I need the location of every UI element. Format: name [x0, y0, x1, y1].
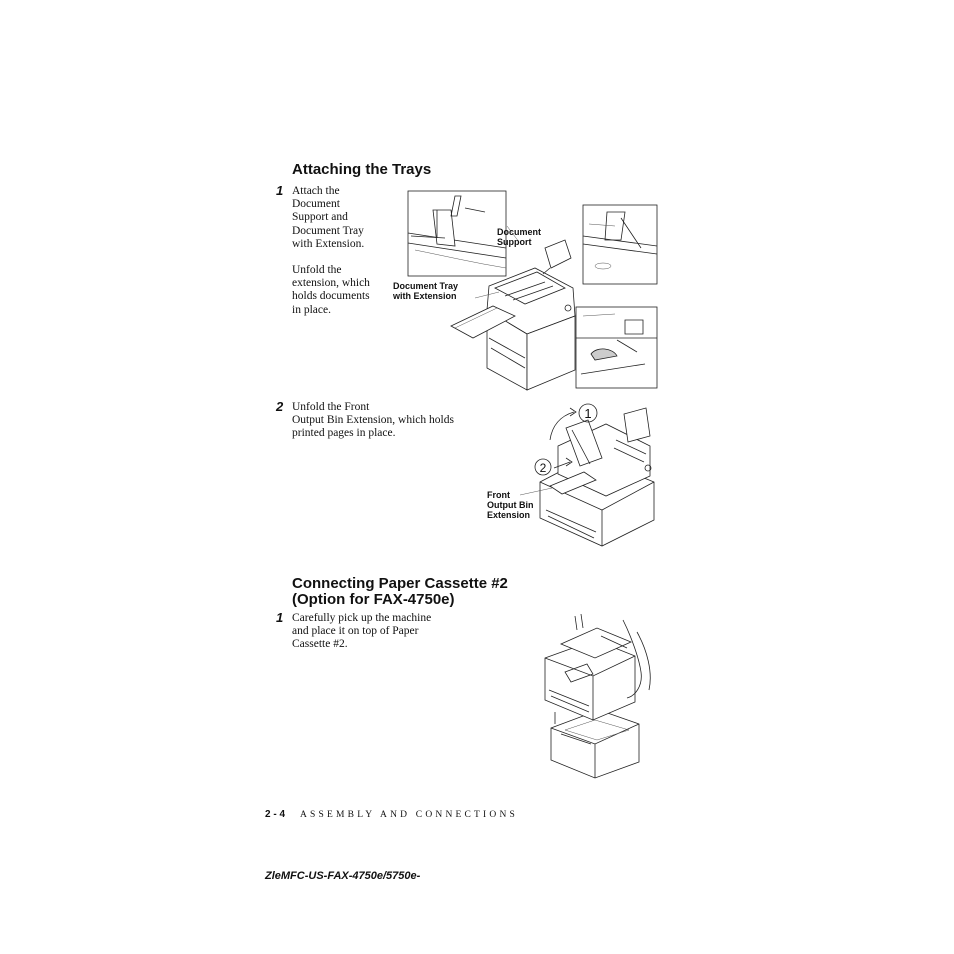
step-text: Unfold the Front Output Bin Extension, w…: [292, 401, 472, 441]
step-text: Attach the Document Support and Document…: [292, 185, 402, 251]
callout-front-output-bin: Front Output Bin Extension: [487, 490, 534, 520]
text-line: and place it on top of Paper: [292, 625, 419, 638]
step-number: 1: [276, 183, 284, 198]
step-number: 2: [276, 399, 284, 414]
heading-line: (Option for FAX-4750e): [292, 591, 455, 608]
callout-line: Front: [487, 490, 510, 500]
step-number: 1: [276, 610, 284, 625]
step-marker: 1: [584, 406, 591, 421]
callout-document-support: Document Support: [497, 227, 541, 247]
section-heading-paper-cassette: Connecting Paper Cassette #2 (Option for…: [292, 576, 508, 608]
text-line: Attach the: [292, 185, 340, 197]
callout-line: Extension: [487, 510, 531, 520]
running-footer-section: ASSEMBLY AND CONNECTIONS: [300, 810, 519, 820]
text-line: Document Tray: [292, 224, 364, 237]
callout-line: Document Tray: [393, 281, 459, 291]
text-line: extension, which: [292, 277, 370, 290]
text-line: Carefully pick up the machine: [292, 612, 432, 624]
callout-line: Output Bin: [487, 500, 534, 510]
text-line: holds documents: [292, 290, 370, 303]
text-line: Unfold the Front: [292, 401, 370, 413]
text-line: Support and: [292, 211, 348, 224]
step-text: Unfold the extension, which holds docume…: [292, 264, 402, 317]
text-line: Unfold the: [292, 264, 342, 276]
illustration-output-bin: 1 2: [519, 403, 655, 547]
illustration-attach-trays: [407, 190, 658, 391]
callout-line: Document: [497, 227, 542, 237]
text-line: Cassette #2.: [292, 638, 348, 651]
callout-line: Support: [497, 237, 532, 247]
step-marker: 2: [540, 461, 547, 475]
callout-document-tray: Document Tray with Extension: [393, 281, 458, 301]
section-heading-attaching-trays: Attaching the Trays: [292, 161, 432, 178]
heading-line: Connecting Paper Cassette #2: [292, 575, 508, 592]
text-line: Document: [292, 198, 340, 211]
text-line: with Extension.: [292, 237, 365, 250]
text-line: printed pages in place.: [292, 427, 396, 440]
callout-line: with Extension: [393, 291, 457, 301]
text-line: Output Bin Extension, which holds: [292, 414, 454, 427]
document-id: ZleMFC-US-FAX-4750e/5750e-: [265, 870, 421, 882]
page-number: 2 - 4: [265, 809, 286, 820]
illustration-paper-cassette: [544, 613, 651, 779]
text-line: in place.: [292, 303, 331, 316]
step-text: Carefully pick up the machine and place …: [292, 612, 462, 652]
